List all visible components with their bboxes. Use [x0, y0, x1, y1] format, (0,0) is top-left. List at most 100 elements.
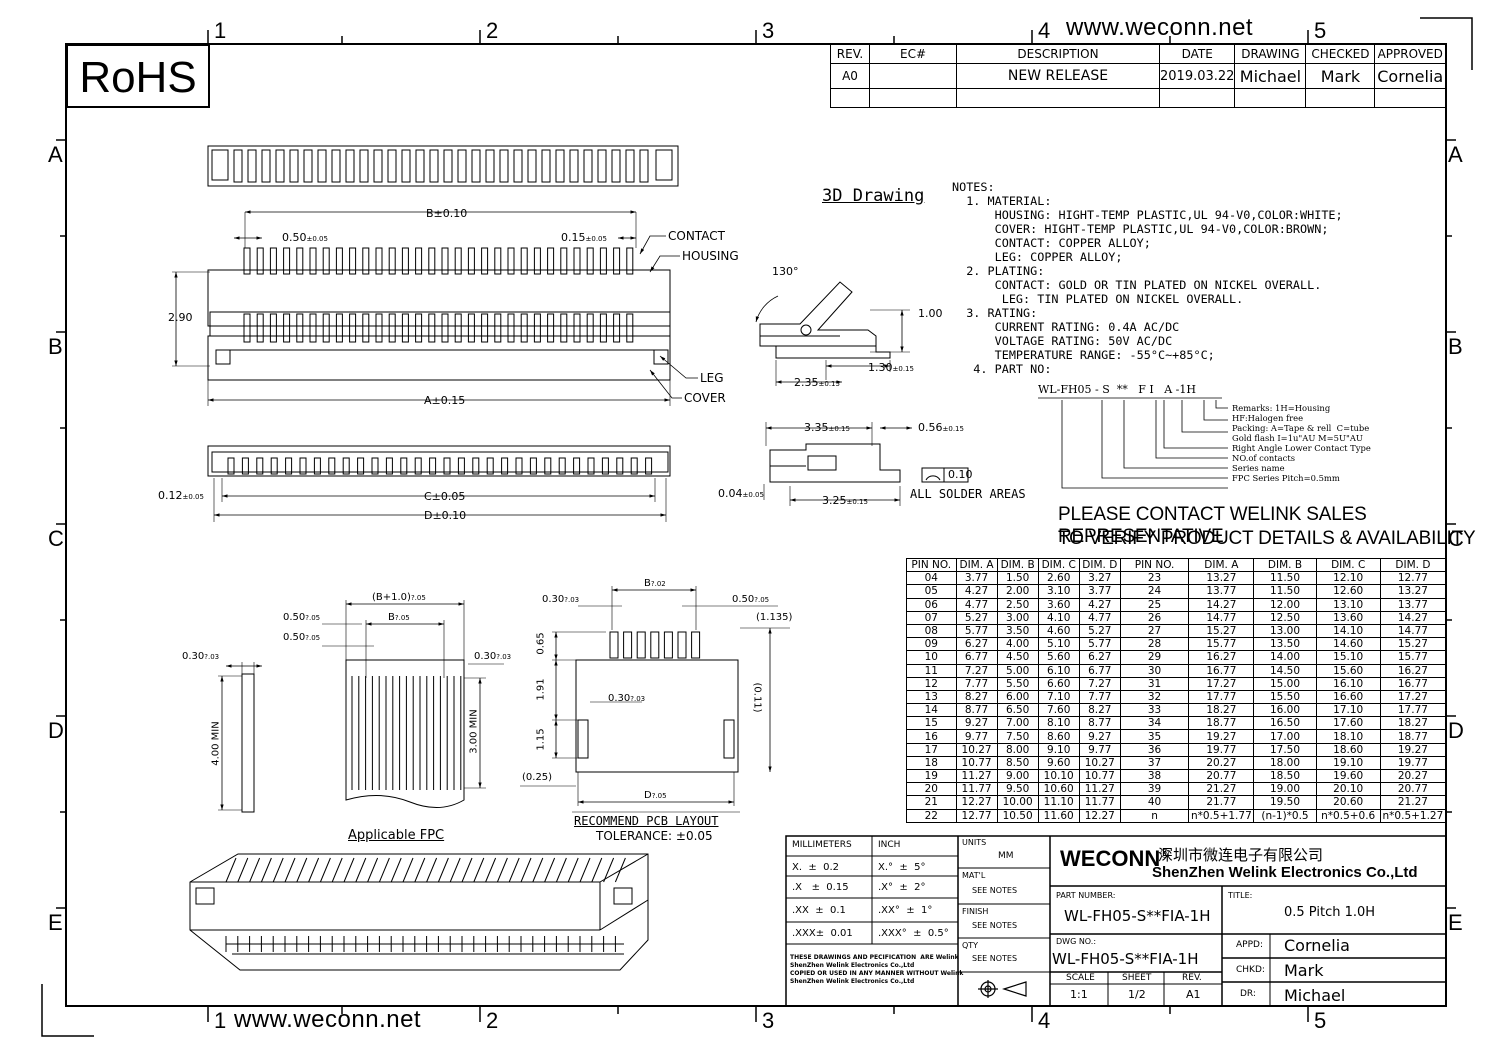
pcb-v1-label: 0.65	[535, 632, 547, 655]
part-number-label: PART NUMBER:	[1056, 891, 1116, 900]
table-cell: 4.50	[996, 650, 1039, 665]
bottom-pin	[285, 457, 293, 475]
table-cell: 5.27	[1078, 623, 1121, 639]
table-cell: 15.77	[1379, 650, 1447, 665]
table-cell: 19.10	[1315, 755, 1381, 771]
note-line: HOUSING: HIGHT-TEMP PLASTIC,UL 94-V0,COL…	[952, 208, 1343, 222]
iso-pin-top	[520, 857, 532, 883]
table-cell: 10.00	[996, 795, 1039, 810]
grid-row-a: A	[48, 142, 63, 167]
table-cell: 16.27	[1188, 650, 1255, 665]
table-cell: 36	[1119, 742, 1190, 757]
projection-symbol	[978, 980, 1027, 998]
contact-notice-line-2: TO VERIFY PRODUCT DETAILS & AVAILABILITY	[1058, 528, 1476, 549]
pcb-right-label: (0.11)	[751, 682, 763, 713]
contact-pin-bottom	[613, 313, 621, 343]
material-notes: NOTES: 1. MATERIAL: HOUSING: HIGHT-TEMP …	[952, 180, 1343, 376]
table-cell: 9.77	[1078, 742, 1121, 757]
table-cell: 06	[906, 597, 957, 612]
table-cell: 13	[906, 689, 957, 705]
table-cell: 17.50	[1253, 742, 1317, 757]
table-cell: 7.77	[1078, 689, 1121, 705]
strip-pin	[317, 149, 327, 183]
strip-pin	[513, 149, 523, 183]
side-w2-label: 2.35±0.15	[794, 376, 840, 389]
part-number-value: WL-FH05-S**FIA-1H	[1064, 907, 1211, 925]
website-url-top[interactable]: www.weconn.net	[1066, 14, 1254, 41]
strip-pin	[345, 149, 355, 183]
title-label: TITLE:	[1228, 891, 1253, 900]
table-cell: 14.50	[1253, 663, 1317, 678]
note-line: TEMPERATURE RANGE: -55°C~+85°C;	[952, 348, 1215, 362]
part-legend-line: Right Angle Lower Contact Type	[1232, 443, 1371, 453]
dim-bottom-left-label: 0.12±0.05	[158, 489, 204, 502]
bottom-pin	[342, 457, 350, 475]
table-cell: 5.77	[955, 623, 998, 639]
table-cell: 10.60	[1037, 782, 1080, 797]
pcb-tolerance: TOLERANCE: ±0.05	[596, 829, 713, 843]
table-cell: 8.50	[996, 755, 1039, 771]
pcb-pad	[609, 631, 619, 659]
strip-pin	[541, 149, 551, 183]
contact-pin-bottom	[467, 313, 475, 343]
table-cell: 17.77	[1188, 689, 1255, 705]
table-cell: 4.77	[1078, 610, 1121, 625]
contact-pin-top	[375, 247, 383, 275]
contact-pin-top	[283, 247, 291, 275]
table-cell: 8.00	[996, 742, 1039, 757]
bottom-pin	[227, 457, 235, 475]
table-cell: 20.10	[1315, 782, 1381, 797]
bottom-pin	[601, 457, 609, 475]
table-cell: 15.27	[1188, 623, 1255, 639]
contact-pin-bottom	[335, 313, 343, 343]
table-cell: 22	[906, 808, 957, 823]
strip-pin	[457, 149, 467, 183]
contact-pin-bottom	[586, 313, 594, 343]
table-cell: 4.60	[1037, 623, 1080, 639]
solder-area-view	[763, 422, 969, 506]
table-cell: 16.77	[1379, 676, 1447, 691]
website-url-bottom[interactable]: www.weconn.net	[234, 1006, 422, 1033]
table-cell: 10.50	[996, 808, 1039, 823]
contact-pin-top	[626, 247, 634, 275]
contact-pin-bottom	[362, 313, 370, 343]
table-cell: 13.27	[1188, 571, 1255, 586]
part-legend-line: Gold flash I=1u"AU M=5U"AU	[1232, 433, 1363, 443]
table-cell: 05	[906, 584, 957, 599]
table-cell: (n-1)*0.5	[1253, 808, 1317, 823]
pcb-t1-label: 0.30?.03	[542, 594, 580, 605]
table-cell: 5.50	[996, 676, 1039, 691]
contact-pin-bottom	[533, 313, 541, 343]
table-cell: 39	[1119, 782, 1190, 797]
bottom-pin	[544, 457, 552, 475]
contact-pin-top	[349, 247, 357, 275]
table-cell: 27	[1119, 623, 1190, 639]
table-cell: 10.10	[1037, 768, 1080, 784]
units-label: UNITS	[962, 838, 987, 847]
table-cell: n*0.5+1.27	[1379, 808, 1447, 823]
grid-col-3-bottom: 3	[762, 1008, 775, 1033]
pcb-pad	[691, 631, 701, 659]
table-cell: 31	[1119, 676, 1190, 691]
housing-label: HOUSING	[682, 249, 739, 263]
qty-label: QTY	[962, 941, 979, 950]
table-cell: 9.60	[1037, 755, 1080, 771]
contact-pin-top	[322, 247, 330, 275]
table-cell: 14.00	[1253, 650, 1317, 665]
strip-pin	[569, 149, 579, 183]
table-cell: 14.10	[1315, 623, 1381, 639]
appd-value: Cornelia	[1284, 936, 1350, 955]
table-cell: 9.50	[996, 782, 1039, 797]
contact-pin-top	[415, 247, 423, 275]
table-cell: 12.60	[1315, 584, 1381, 599]
contact-pin-bottom	[428, 313, 436, 343]
grid-col-1-bottom: 1	[214, 1008, 227, 1033]
table-cell: 13.10	[1315, 597, 1381, 612]
grid-row-c: C	[48, 526, 64, 551]
table-cell: 35	[1119, 729, 1190, 744]
part-number-legend-lines	[1038, 397, 1228, 489]
strip-pin	[639, 149, 649, 183]
